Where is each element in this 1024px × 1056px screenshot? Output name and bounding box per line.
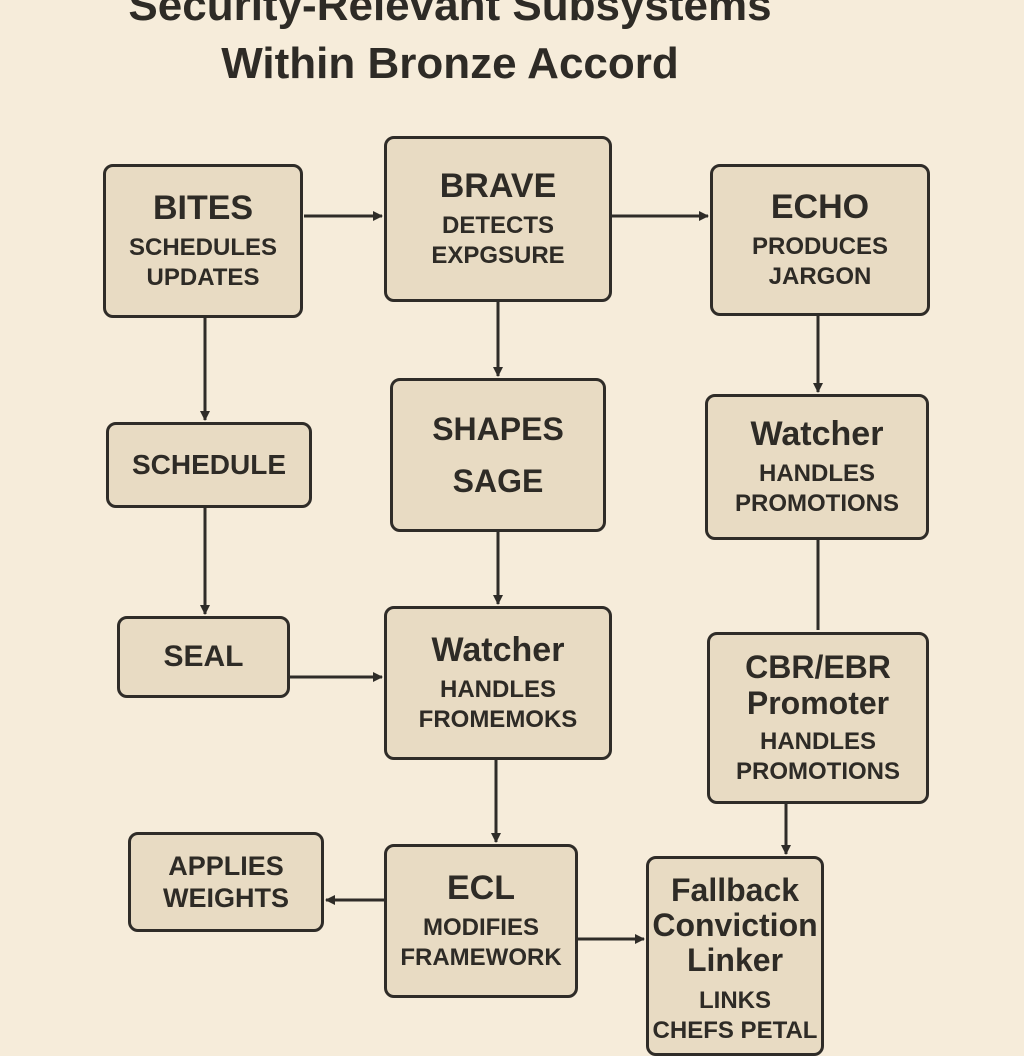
node-watcher-center-name: Watcher (431, 631, 565, 669)
node-fallback-desc-2: CHEFS PETAL (652, 1017, 818, 1044)
node-brave-desc-2: EXPGSURE (431, 242, 565, 269)
node-echo-name: ECHO (770, 188, 870, 226)
node-seal-name: SEAL (163, 640, 244, 673)
node-brave: BRAVE DETECTS EXPGSURE (384, 136, 612, 302)
node-fallback-conviction-linker: Fallback Conviction Linker LINKS CHEFS P… (646, 856, 824, 1056)
node-bites-name: BITES (152, 189, 254, 227)
node-cbr-ebr-promoter: CBR/EBR Promoter HANDLES PROMOTIONS (707, 632, 929, 804)
node-shapes-sage: SHAPES SAGE (390, 378, 606, 532)
node-fallback-name-1: Fallback (670, 872, 800, 908)
node-watcher-right-name: Watcher (750, 415, 884, 453)
node-schedule-name: SCHEDULE (131, 449, 286, 480)
node-ecl-name: ECL (447, 869, 515, 907)
node-echo: ECHO PRODUCES JARGON (710, 164, 930, 316)
node-echo-desc-1: PRODUCES (751, 233, 889, 260)
node-bites: BITES SCHEDULES UPDATES (103, 164, 303, 318)
node-shapes-sage-name-2: SAGE (452, 463, 544, 499)
connector-layer (200, 211, 823, 944)
node-echo-desc-2: JARGON (768, 263, 872, 290)
diagram-title-line-1: Security-Relevant Subsystems (128, 0, 772, 30)
node-watcher-center: Watcher HANDLES FROMEMOKS (384, 606, 612, 760)
node-applies-weights-desc-1: APPLIES (168, 851, 284, 881)
node-ecl: ECL MODIFIES FRAMEWORK (384, 844, 578, 998)
diagram-title-line-2: Within Bronze Accord (221, 39, 679, 88)
node-brave-name: BRAVE (439, 167, 557, 205)
node-watcher-center-desc-1: HANDLES (439, 676, 556, 703)
node-ecl-desc-1: MODIFIES (422, 914, 539, 941)
node-fallback-name-2: Conviction (652, 907, 818, 943)
node-shapes-sage-name-1: SHAPES (432, 411, 564, 447)
node-fallback-name-3: Linker (686, 942, 784, 978)
node-watcher-right-desc-1: HANDLES (758, 460, 875, 487)
node-seal: SEAL (117, 616, 290, 698)
node-applies-weights: APPLIES WEIGHTS (128, 832, 324, 932)
node-brave-desc-1: DETECTS (441, 212, 554, 239)
node-cbr-ebr-promoter-desc-2: PROMOTIONS (735, 758, 900, 785)
node-ecl-desc-2: FRAMEWORK (400, 944, 562, 971)
node-bites-desc-2: UPDATES (146, 264, 260, 291)
node-bites-desc-1: SCHEDULES (128, 234, 278, 261)
node-watcher-right-desc-2: PROMOTIONS (734, 490, 899, 517)
node-cbr-ebr-promoter-name-2: Promoter (746, 685, 890, 721)
node-applies-weights-desc-2: WEIGHTS (163, 883, 289, 913)
node-schedule: SCHEDULE (106, 422, 312, 508)
node-fallback-desc-1: LINKS (699, 987, 771, 1014)
node-watcher-center-desc-2: FROMEMOKS (418, 706, 578, 733)
node-watcher-right: Watcher HANDLES PROMOTIONS (705, 394, 929, 540)
node-cbr-ebr-promoter-name-1: CBR/EBR (745, 649, 891, 685)
node-cbr-ebr-promoter-desc-1: HANDLES (759, 728, 876, 755)
